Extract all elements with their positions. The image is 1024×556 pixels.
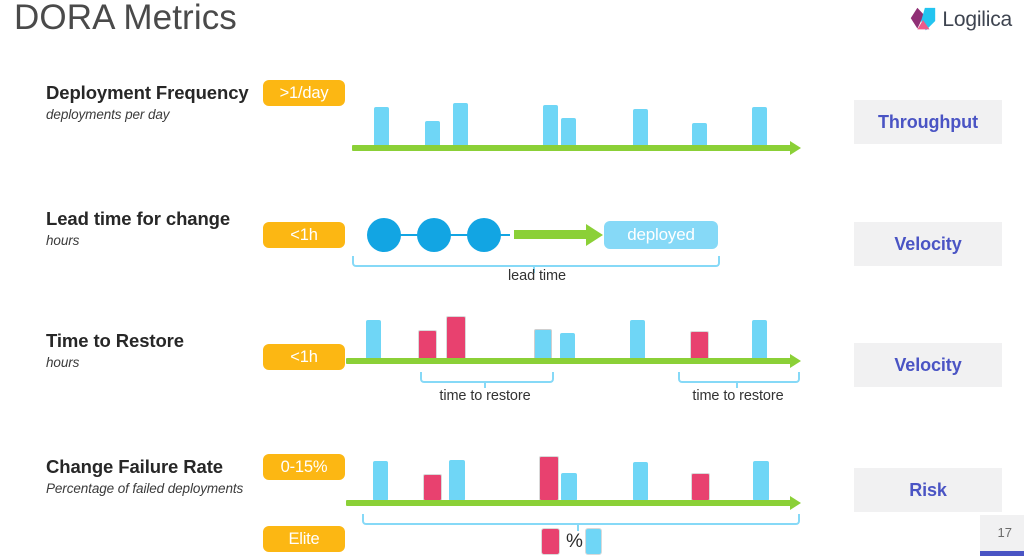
time-to-restore-bracket <box>678 372 800 383</box>
lead-time-caption: lead time <box>508 268 566 284</box>
commit-node <box>467 218 501 252</box>
metric-subtitle: hours <box>46 233 80 248</box>
legend-swatch-failed <box>541 528 560 555</box>
brand-logo: Logilica <box>908 5 1012 35</box>
page-accent-bar <box>980 551 1024 556</box>
bar-deployment <box>366 320 381 360</box>
time-to-restore-caption: time to restore <box>692 388 784 404</box>
bar-deployment <box>449 460 465 501</box>
commit-node <box>367 218 401 252</box>
metric-target-badge[interactable]: <1h <box>263 222 345 248</box>
bar-deployment <box>374 107 389 147</box>
bar-deployment <box>560 333 575 360</box>
bar-deployment <box>752 107 767 147</box>
band-label-throughput: Throughput <box>854 100 1002 144</box>
logilica-diamond-logo-icon <box>911 7 936 31</box>
bar-failure <box>446 316 466 360</box>
bar-deployment <box>561 118 576 147</box>
metric-title: Lead time for change <box>46 208 231 229</box>
metric-subtitle: hours <box>46 355 80 370</box>
page-title: DORA Metrics <box>14 0 237 37</box>
bar-deployment <box>692 123 707 147</box>
bar-failure <box>691 473 710 501</box>
change-failure-rate-chart <box>352 451 812 501</box>
bar-deployment <box>633 109 648 147</box>
timeline-axis <box>352 145 792 151</box>
timeline-arrow-head-icon <box>790 496 801 510</box>
timeline-axis <box>346 500 792 506</box>
metric-labels: Change Failure Rate Percentage of failed… <box>46 456 286 496</box>
metric-labels: Deployment Frequency deployments per day <box>46 82 286 122</box>
metric-labels: Lead time for change hours <box>46 208 286 248</box>
bar-deployment <box>753 461 769 501</box>
metric-title: Change Failure Rate <box>46 456 223 477</box>
band-label-velocity: Velocity <box>854 343 1002 387</box>
bar-failure <box>418 330 437 360</box>
time-to-restore-bracket <box>420 372 554 383</box>
bracket-center-tick <box>736 381 738 388</box>
pipeline-arrow-head-icon <box>586 224 603 246</box>
bar-deployment <box>453 103 468 147</box>
legend-percent-symbol: % <box>566 531 583 552</box>
metric-target-badge[interactable]: >1/day <box>263 80 345 106</box>
bar-failure <box>690 331 709 360</box>
timeline-arrow-head-icon <box>790 141 801 155</box>
metric-labels: Time to Restore hours <box>46 330 286 370</box>
timeline-axis <box>346 358 792 364</box>
band-label-velocity: Velocity <box>854 222 1002 266</box>
metric-subtitle: deployments per day <box>46 107 170 122</box>
metric-title: Time to Restore <box>46 330 184 351</box>
bar-restore <box>534 329 552 360</box>
brand-name: Logilica <box>942 8 1012 31</box>
time-to-restore-chart <box>352 312 802 360</box>
bar-deployment <box>561 473 577 501</box>
metric-target-badge[interactable]: 0-15% <box>263 454 345 480</box>
metric-subtitle: Percentage of failed deployments <box>46 481 244 496</box>
band-label-risk: Risk <box>854 468 1002 512</box>
legend-swatch-total <box>585 528 602 555</box>
performance-rating-badge[interactable]: Elite <box>263 526 345 552</box>
failure-rate-bracket <box>362 514 800 525</box>
bracket-center-tick <box>484 381 486 388</box>
time-to-restore-caption: time to restore <box>439 388 531 404</box>
lead-time-chart: deployed lead time <box>352 208 802 284</box>
page-chip <box>980 515 1024 556</box>
bar-deployment <box>630 320 645 360</box>
timeline-arrow-head-icon <box>790 354 801 368</box>
lead-time-bracket <box>352 256 720 267</box>
commit-node <box>417 218 451 252</box>
deployed-chip: deployed <box>604 221 718 249</box>
page-number: 17 <box>997 525 1012 540</box>
pipeline-arrow-body <box>514 230 586 239</box>
bar-failure <box>539 456 559 501</box>
bar-deployment <box>633 462 648 501</box>
bar-deployment <box>752 320 767 360</box>
bracket-center-tick <box>577 523 579 531</box>
bar-deployment <box>425 121 440 147</box>
bar-failure <box>423 474 442 501</box>
bar-deployment <box>543 105 558 147</box>
bracket-center-tick <box>533 265 535 273</box>
bar-deployment <box>373 461 388 501</box>
deployment-frequency-chart <box>352 82 802 147</box>
metric-title: Deployment Frequency <box>46 82 249 103</box>
metric-target-badge[interactable]: <1h <box>263 344 345 370</box>
